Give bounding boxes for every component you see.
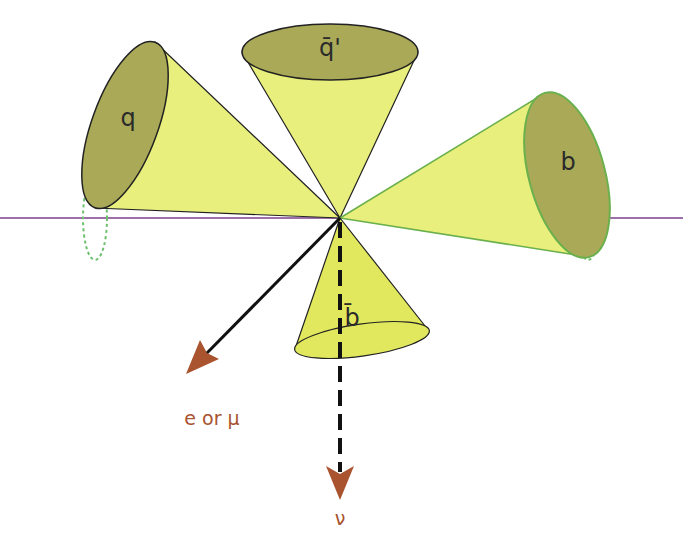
jet-label: q — [116, 103, 140, 134]
particle-name: ν — [331, 508, 350, 529]
jet-label: b — [556, 147, 580, 178]
particle-name: b — [556, 149, 580, 175]
jet-label: q̄' — [315, 33, 345, 64]
particle-name: q̄' — [315, 35, 345, 61]
particle-name: b̄ — [340, 305, 364, 331]
jet-cone — [340, 83, 626, 267]
particle-name: q — [116, 105, 140, 131]
particle-name: e or μ — [180, 408, 244, 429]
particle-label: e or μ — [180, 406, 244, 431]
particle-label: ν — [331, 506, 350, 531]
lepton-arrow — [186, 218, 340, 374]
jet-label: b̄ — [340, 303, 364, 334]
jet-cone — [292, 218, 431, 365]
neutrino-arrow — [326, 222, 354, 500]
